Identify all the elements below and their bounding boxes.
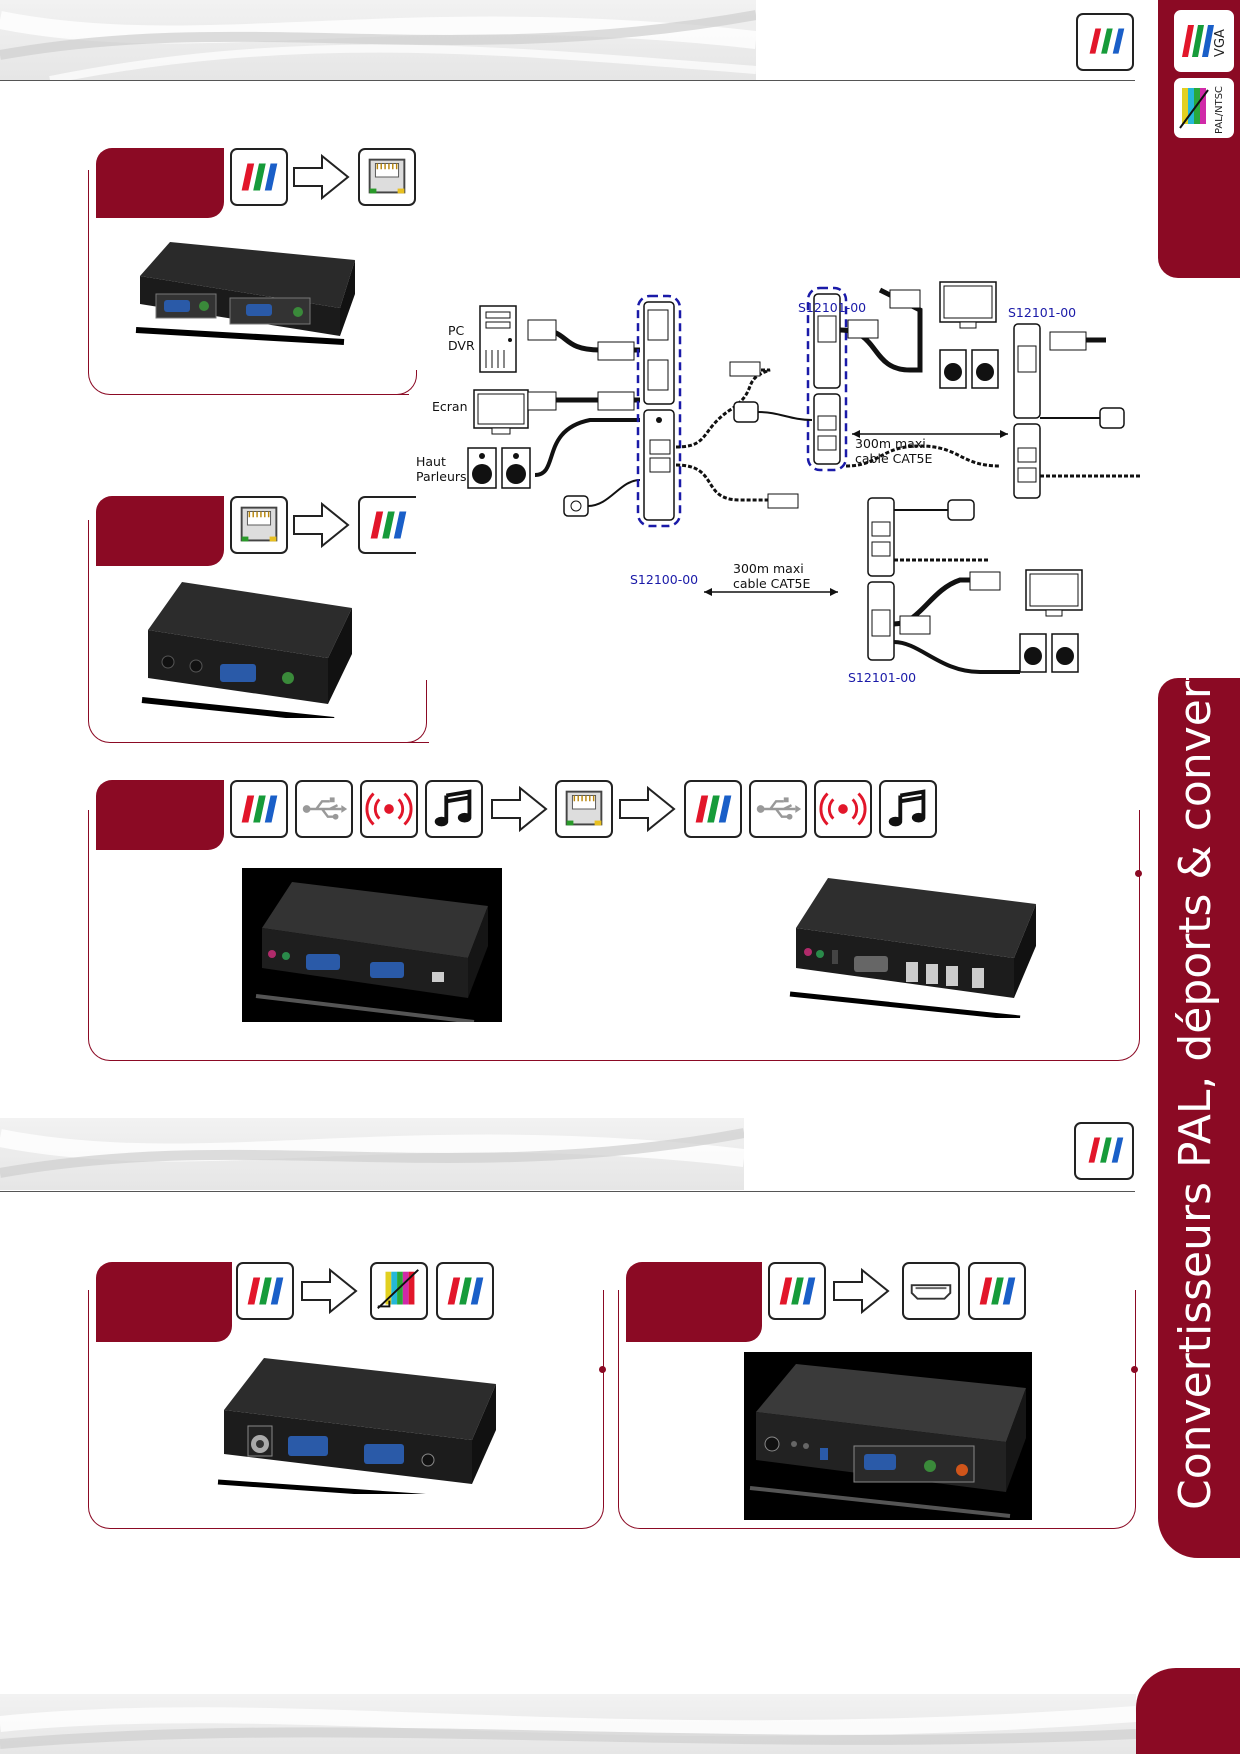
product-image-3-sender bbox=[242, 868, 502, 1024]
sidebar-title: Convertisseurs PAL, déports & convertise… bbox=[1170, 424, 1221, 1510]
pal-ntsc-icon: PAL/NTSC bbox=[1174, 78, 1234, 138]
header-rule-1 bbox=[0, 80, 1135, 81]
arrow-icon bbox=[301, 1267, 358, 1315]
vga-icon bbox=[1076, 13, 1134, 71]
product-frame-1 bbox=[88, 170, 409, 395]
vga-icon bbox=[684, 780, 742, 838]
product-tab-3 bbox=[96, 780, 224, 850]
wireless-icon bbox=[814, 780, 872, 838]
arrow-icon bbox=[491, 785, 548, 833]
product-tab-1 bbox=[96, 148, 224, 218]
header-banner-1 bbox=[0, 0, 756, 80]
vga-icon bbox=[436, 1262, 494, 1320]
diagram-model-receiver-3: S12101-00 bbox=[848, 670, 917, 685]
frame-dot bbox=[599, 1366, 606, 1373]
product-tab-2 bbox=[96, 496, 224, 566]
diagram-label-pc: PC bbox=[448, 323, 465, 338]
frame-dot bbox=[1131, 1366, 1138, 1373]
sidebar-band-lower bbox=[1158, 678, 1240, 1558]
audio-icon bbox=[425, 780, 483, 838]
product-frame-3 bbox=[88, 810, 1140, 1061]
product-frame-2 bbox=[88, 520, 429, 743]
product-frame-5 bbox=[618, 1290, 1136, 1529]
arrow-icon bbox=[293, 501, 350, 549]
audio-icon bbox=[879, 780, 937, 838]
vga-icon bbox=[358, 496, 416, 554]
vga-icon bbox=[230, 148, 288, 206]
diagram-distance-1b: cable CAT5E bbox=[855, 451, 933, 466]
vga-icon bbox=[236, 1262, 294, 1320]
product-tab-5 bbox=[626, 1262, 762, 1342]
diagram-model-receiver-2: S12101-00 bbox=[1008, 305, 1077, 320]
diagram-distance-2a: 300m maxi bbox=[733, 561, 804, 576]
diagram-model-receiver-1: S12101-00 bbox=[798, 300, 867, 315]
header-banner-2 bbox=[0, 1118, 744, 1190]
svg-text:PAL/NTSC: PAL/NTSC bbox=[1214, 86, 1225, 134]
rj45-icon bbox=[358, 148, 416, 206]
svg-text:VGA: VGA bbox=[1213, 29, 1228, 57]
diagram-label-speakers-1: Haut bbox=[416, 454, 446, 469]
diagram-label-dvr: DVR bbox=[448, 338, 475, 353]
rj45-icon bbox=[230, 496, 288, 554]
diagram-model-sender: S12100-00 bbox=[630, 572, 699, 587]
diagram-distance-2b: cable CAT5E bbox=[733, 576, 811, 591]
product-image-3-receiver bbox=[789, 878, 1036, 1018]
sidebar-bottom-tab bbox=[1136, 1668, 1240, 1754]
vga-icon bbox=[230, 780, 288, 838]
diagram-distance-1a: 300m maxi bbox=[855, 436, 926, 451]
arrow-icon bbox=[619, 785, 676, 833]
diagram-label-screen: Ecran bbox=[432, 399, 468, 414]
hdmi-icon bbox=[902, 1262, 960, 1320]
frame-dot bbox=[1135, 870, 1142, 877]
product-image-2 bbox=[141, 582, 352, 718]
product-image-1 bbox=[135, 242, 355, 345]
product-image-4 bbox=[217, 1358, 496, 1494]
header-rule-2 bbox=[0, 1191, 1135, 1192]
diagram-label-speakers-2: Parleurs bbox=[416, 469, 467, 484]
footer-banner bbox=[0, 1694, 1136, 1754]
usb-icon bbox=[749, 780, 807, 838]
rj45-icon bbox=[555, 780, 613, 838]
pal-ntsc-icon bbox=[370, 1262, 428, 1320]
arrow-icon bbox=[293, 153, 350, 201]
product-tab-4 bbox=[96, 1262, 232, 1342]
vga-icon: VGA bbox=[1174, 10, 1234, 72]
vga-icon bbox=[968, 1262, 1026, 1320]
network-diagram bbox=[467, 281, 1140, 674]
usb-icon bbox=[295, 780, 353, 838]
arrow-icon bbox=[833, 1267, 890, 1315]
product-image-5 bbox=[744, 1352, 1032, 1520]
wireless-icon bbox=[360, 780, 418, 838]
vga-icon bbox=[1074, 1122, 1134, 1180]
vga-icon bbox=[768, 1262, 826, 1320]
product-frame-4 bbox=[88, 1290, 604, 1529]
